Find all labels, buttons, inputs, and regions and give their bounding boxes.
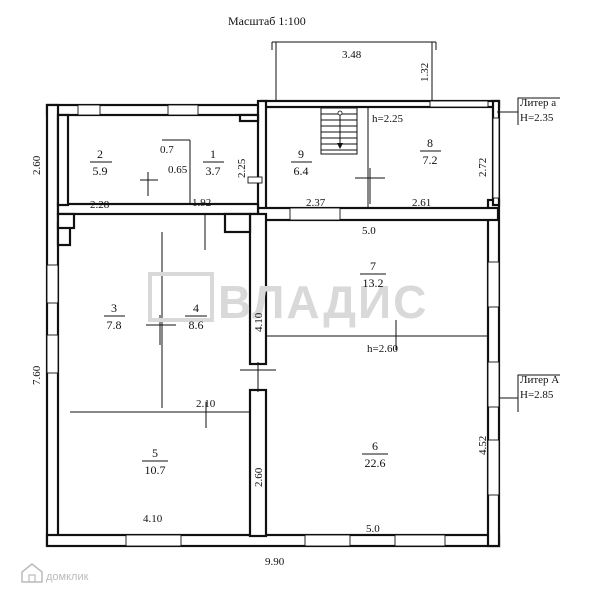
dim-room7-width: 5.0 [362,225,376,237]
liter-a-small: Литер а H=2.35 [497,97,560,125]
stair-height-label: h=2.25 [372,113,403,125]
room-6-area: 22.6 [365,456,386,470]
room-5-number: 5 [152,446,158,460]
dim-total-width: 9.90 [265,556,285,568]
dim-left-bottom: 7.60 [31,365,43,385]
dim-room9-width: 2.37 [306,197,326,209]
porch: 3.48 1.32 [271,41,437,105]
dim-room8-height: 2.72 [477,158,489,177]
domclick-logo: домклик [21,563,89,583]
liter-a-small-height: H=2.35 [520,112,554,124]
dim-room6-bottom: 5.0 [366,523,380,535]
room7-height-label: h=2.60 [367,343,398,355]
dim-wall-410: 4.10 [253,312,265,332]
room-4-area: 8.6 [189,318,204,332]
room-6-number: 6 [372,439,378,453]
dim-room2-width: 2.28 [90,199,110,211]
scale-title: Масштаб 1:100 [228,14,306,28]
dim-room5-bottom: 4.10 [143,513,163,525]
room-3-number: 3 [111,301,117,315]
dim-corridor-width: 1.92 [192,197,211,209]
dim-room5-top: 2.10 [196,398,216,410]
dim-room5-side: 2.60 [253,467,265,487]
room-4-number: 4 [193,301,199,315]
door-marks [140,168,397,428]
dim-room1-a: 0.7 [160,144,174,156]
room-2-number: 2 [97,147,103,161]
liter-a-small-name: Литер а [520,97,556,109]
room-5-area: 10.7 [145,463,166,477]
room-7-area: 13.2 [363,276,384,290]
liter-a-main-height: H=2.85 [520,389,554,401]
stairs [320,107,358,155]
room-2-area: 5.9 [93,164,108,178]
domclick-text: домклик [46,571,89,583]
watermark: ВЛАДИС [148,272,428,328]
dim-room1-b: 0.65 [168,164,188,176]
liter-a-main: Литер А H=2.85 [499,374,560,412]
room-1-area: 3.7 [206,164,221,178]
room-9-number: 9 [298,147,304,161]
room-8-area: 7.2 [423,153,438,167]
room-3-area: 7.8 [107,318,122,332]
room-1-number: 1 [210,147,216,161]
porch-width-label: 3.48 [342,49,362,61]
room-labels: 2 5.9 1 3.7 9 6.4 8 7.2 7 13.2 3 7.8 4 8… [90,136,441,477]
dim-left-top: 2.60 [31,155,43,175]
dimension-labels: 2.60 7.60 2.28 1.92 0.7 0.65 2.25 2.37 2… [31,113,489,568]
dim-room9-height: 2.25 [236,158,248,178]
room-7-number: 7 [370,259,376,273]
porch-depth-label: 1.32 [419,63,431,82]
room-9-area: 6.4 [294,164,309,178]
watermark-text: ВЛАДИС [218,276,428,328]
dim-room8-width: 2.61 [412,197,431,209]
liter-a-main-name: Литер А [520,374,559,386]
dim-room6-side: 4.52 [477,436,489,455]
room-8-number: 8 [427,136,433,150]
windows [46,100,500,547]
